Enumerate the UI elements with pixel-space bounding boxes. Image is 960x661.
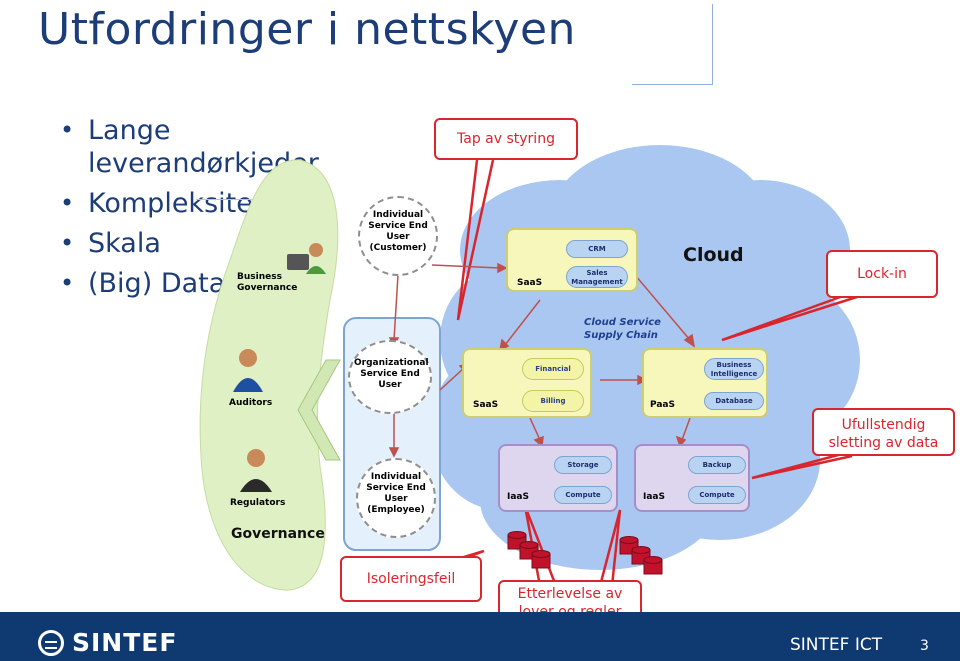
bullet-dot-icon: • bbox=[60, 269, 75, 297]
service-compute: Compute bbox=[554, 486, 612, 504]
business-person-icon bbox=[287, 243, 326, 274]
sintef-logo-icon bbox=[38, 630, 64, 656]
service-financial: Financial bbox=[522, 358, 584, 380]
database-cylinder-icon bbox=[619, 536, 663, 575]
bullet-dot-icon: • bbox=[60, 229, 75, 257]
regulators-label: Regulators bbox=[230, 498, 286, 508]
saas-top-panel: SaaS CRM Sales Management bbox=[506, 228, 638, 292]
decor-line bbox=[196, 199, 262, 200]
regulator-person-icon bbox=[240, 449, 272, 492]
business-governance-label: Business Governance bbox=[237, 272, 298, 293]
decor-line bbox=[632, 84, 713, 85]
bullet-dot-icon: • bbox=[60, 116, 75, 144]
database-cylinder-icon bbox=[507, 531, 551, 569]
cloud-label: Cloud bbox=[683, 244, 744, 266]
callout-tap-av-styring: Tap av styring bbox=[434, 118, 578, 160]
service-storage: Storage bbox=[554, 456, 612, 474]
footer-org: SINTEF ICT bbox=[790, 635, 883, 655]
footer-bar bbox=[0, 612, 960, 661]
service-compute: Compute bbox=[688, 486, 746, 504]
service-sales-management: Sales Management bbox=[566, 266, 628, 288]
auditors-label: Auditors bbox=[229, 398, 273, 408]
bullet-item: •Kompleksitet bbox=[60, 188, 264, 219]
paas-panel: PaaS Business Intelligence Database bbox=[642, 348, 768, 418]
decor-line bbox=[712, 4, 713, 84]
page-number: 3 bbox=[920, 638, 929, 654]
service-billing: Billing bbox=[522, 390, 584, 412]
supply-chain-label: Cloud Service Supply Chain bbox=[584, 317, 661, 341]
governance-label: Governance bbox=[231, 526, 325, 542]
individual-customer-node: Individual Service End User (Customer) bbox=[358, 196, 438, 276]
saas-mid-panel: SaaS Financial Billing bbox=[462, 348, 592, 418]
auditor-person-icon bbox=[233, 349, 263, 392]
organizational-user-node: Organizational Service End User bbox=[348, 340, 432, 414]
slide-title: Utfordringer i nettskyen bbox=[38, 4, 576, 55]
bullet-dot-icon: • bbox=[60, 189, 75, 217]
bullet-item: •Skala bbox=[60, 228, 161, 259]
callout-lock-in: Lock-in bbox=[826, 250, 938, 298]
service-database: Database bbox=[704, 392, 764, 410]
iaas-right-panel: IaaS Backup Compute bbox=[634, 444, 750, 512]
callout-ufullstendig-sletting: Ufullstendig sletting av data bbox=[812, 408, 955, 456]
iaas-left-panel: IaaS Storage Compute bbox=[498, 444, 618, 512]
flow-arrows bbox=[388, 262, 696, 458]
individual-employee-node: Individual Service End User (Employee) bbox=[356, 458, 436, 538]
callout-isoleringsfeil: Isoleringsfeil bbox=[340, 556, 482, 602]
service-business-intelligence: Business Intelligence bbox=[704, 358, 764, 380]
chevron-left-icon bbox=[297, 359, 341, 461]
sintef-logo-text: SINTEF bbox=[72, 628, 178, 657]
service-crm: CRM bbox=[566, 240, 628, 258]
service-backup: Backup bbox=[688, 456, 746, 474]
